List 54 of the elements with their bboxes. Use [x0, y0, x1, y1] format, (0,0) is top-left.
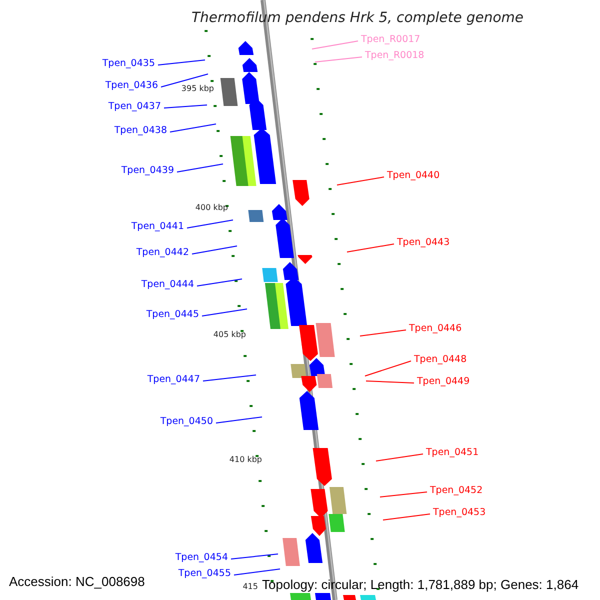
leader-line	[382, 514, 430, 520]
gene-label: Tpen_0447	[147, 374, 200, 386]
gene-label: Tpen_0452	[430, 485, 483, 497]
gene-label: Tpen_0440	[387, 170, 440, 182]
scale-label: 410 kbp	[229, 454, 262, 466]
leader-line	[346, 244, 394, 252]
leader-line	[376, 454, 424, 462]
gene-label: Tpen_0439	[121, 165, 174, 177]
gene-label: Tpen_0441	[131, 221, 184, 233]
leader-line	[234, 568, 280, 576]
gene-label: Tpen_0444	[141, 279, 194, 291]
gene-label: Tpen_0455	[178, 568, 231, 580]
leader-line	[314, 56, 362, 62]
leader-line	[164, 104, 208, 108]
gene-label: Tpen_0443	[397, 237, 450, 249]
gene-label: Tpen_0438	[114, 125, 167, 137]
leader-line	[230, 554, 278, 560]
gene-label: Tpen_0453	[433, 507, 486, 519]
gene-label: Tpen_0442	[136, 247, 189, 259]
leader-line	[202, 374, 256, 382]
gene-label: Tpen_0437	[108, 101, 161, 113]
leader-line	[380, 492, 428, 498]
gene-label: Tpen_0448	[414, 354, 467, 366]
scale-label: 415	[242, 581, 258, 593]
leader-line	[186, 220, 234, 228]
leader-line	[202, 308, 248, 316]
leader-line	[336, 176, 384, 186]
title: Thermofilum pendens Hrk 5, complete genome	[190, 9, 525, 27]
leader-line	[160, 74, 208, 88]
gene-label: Tpen_0435	[102, 58, 155, 70]
gene-label: Tpen_R0018	[365, 50, 424, 62]
gene-label: Tpen_0436	[105, 80, 158, 92]
leader-line	[196, 278, 242, 286]
gene-label: Tpen_0451	[426, 447, 479, 459]
leader-line	[158, 60, 206, 66]
leader-line	[192, 246, 238, 254]
scale-label: 405 kbp	[213, 329, 246, 341]
scale-label: 395 kbp	[181, 83, 214, 95]
leader-line	[216, 416, 262, 424]
leader-line	[176, 164, 224, 172]
leader-line	[170, 124, 216, 132]
leader-line	[312, 40, 358, 50]
footer-text: Accession: NC_008698	[9, 574, 145, 590]
leader-line	[364, 360, 412, 376]
gene-label: Tpen_0449	[417, 376, 470, 388]
leader-line	[360, 330, 406, 336]
gene-label: Tpen_R0017	[361, 34, 420, 46]
scale-label: 400 kbp	[195, 202, 228, 214]
gene-label: Tpen_0454	[175, 552, 228, 564]
leader-line	[366, 380, 414, 384]
gene-label: Tpen_0450	[160, 416, 213, 428]
gene-label: Tpen_0445	[146, 309, 199, 321]
footer-text: Topology: circular; Length: 1,781,889 bp; Genes: 1,864	[262, 577, 579, 593]
gene-label: Tpen_0446	[409, 323, 462, 335]
